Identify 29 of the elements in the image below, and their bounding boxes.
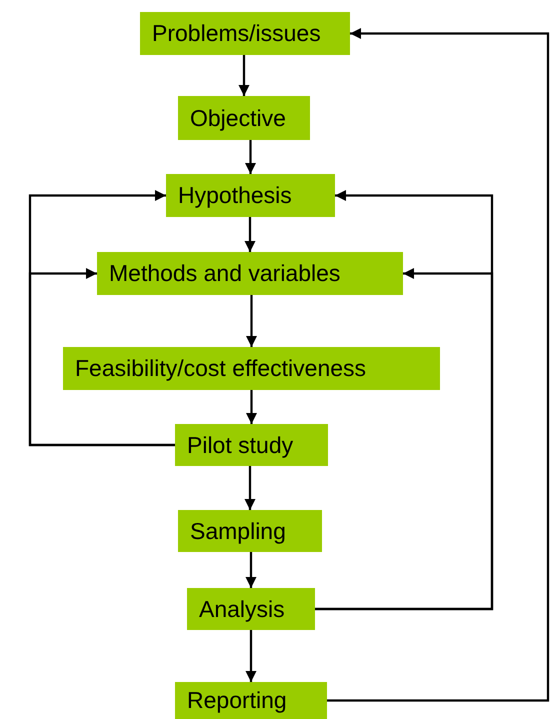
arrow — [246, 630, 256, 682]
arrow — [327, 28, 550, 702]
box-label: Reporting — [187, 687, 287, 714]
process-box — [175, 682, 327, 719]
arrow — [244, 466, 256, 510]
box-label: Pilot study — [187, 432, 294, 458]
arrow — [315, 268, 494, 610]
arrow — [246, 390, 257, 424]
arrow — [28, 268, 175, 446]
box-label: Objective — [190, 104, 286, 132]
arrow — [244, 217, 256, 252]
process-box — [187, 588, 315, 630]
box-label: Feasibility/cost effectiveness — [75, 355, 366, 382]
arrow — [246, 295, 257, 347]
process-box — [166, 174, 335, 217]
process-box — [178, 96, 310, 140]
box-label: Analysis — [199, 596, 285, 622]
box-label: Methods and variables — [109, 260, 340, 287]
process-box — [175, 424, 328, 466]
box-label: Hypothesis — [178, 182, 292, 209]
box-label: Sampling — [190, 518, 286, 544]
process-box — [140, 12, 350, 55]
process-box — [63, 347, 440, 390]
arrow — [246, 552, 256, 588]
process-box — [97, 252, 403, 295]
box-label: Problems/issues — [152, 20, 321, 47]
process-box — [178, 510, 322, 552]
arrow — [238, 55, 250, 96]
arrow — [245, 140, 256, 174]
